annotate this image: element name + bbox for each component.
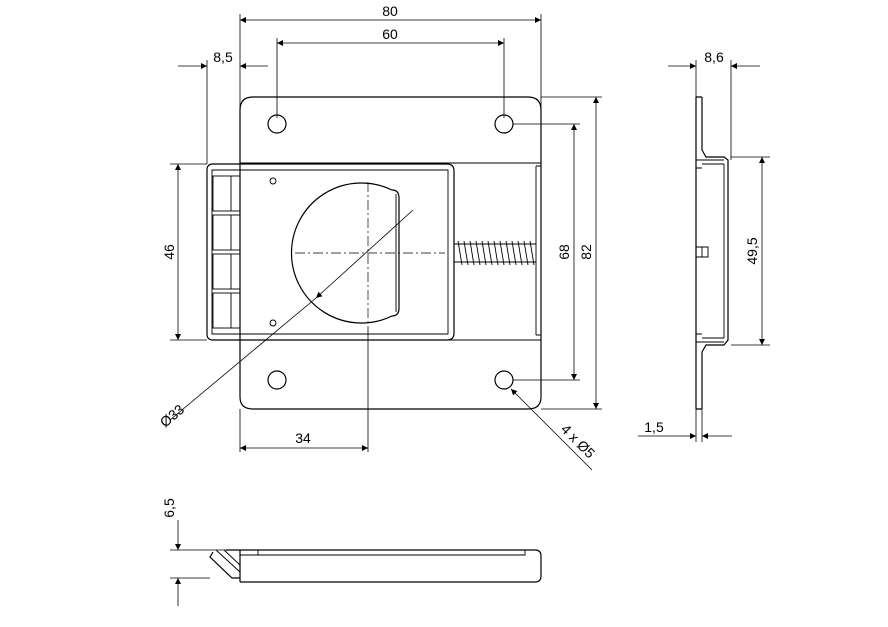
- bottom-latch: [209, 549, 241, 582]
- dim-side-height: 49,5: [744, 237, 760, 264]
- dim-height-body: 46: [161, 244, 177, 260]
- dim-hole-spacing-x: 60: [382, 26, 398, 42]
- dim-bottom-height: 6,5: [161, 498, 177, 518]
- dim-circle-diameter: Ø33: [157, 401, 188, 430]
- dim-edge-offset: 8,5: [213, 49, 233, 65]
- mounting-hole-bottom-left: [267, 370, 287, 390]
- bottom-view: 6,5: [161, 498, 542, 606]
- bottom-plate: [240, 549, 542, 583]
- slider-body: [206, 163, 455, 341]
- dim-side-depth: 8,6: [704, 49, 724, 65]
- dim-width-total: 80: [382, 3, 398, 19]
- side-view: 8,6 49,5 1,5: [638, 49, 770, 442]
- diameter-leader: [315, 209, 414, 299]
- slider-rivet-top: [269, 177, 277, 185]
- slider-inner-edge: [211, 169, 449, 335]
- finger-grip: [290, 182, 400, 324]
- dim-sheet-thickness: 1,5: [644, 419, 664, 435]
- dim-height-total: 82: [578, 244, 594, 260]
- latch-teeth: [212, 175, 241, 329]
- spring: [454, 240, 536, 266]
- dim-hole-spacing-y: 68: [556, 244, 572, 260]
- slider-rivet-bottom: [269, 319, 277, 327]
- dim-hole-spec: 4 x Ø5: [558, 421, 599, 462]
- side-catch: [696, 246, 709, 258]
- side-flange: [695, 96, 729, 410]
- front-view: Ø33 4 x Ø5 80 60 8,5 46 68 82 34: [157, 3, 602, 471]
- dim-center-offset: 34: [295, 430, 311, 446]
- base-plate: [239, 96, 542, 410]
- hole-spec-leader: [510, 388, 593, 471]
- mounting-hole-bottom-right: [494, 370, 514, 390]
